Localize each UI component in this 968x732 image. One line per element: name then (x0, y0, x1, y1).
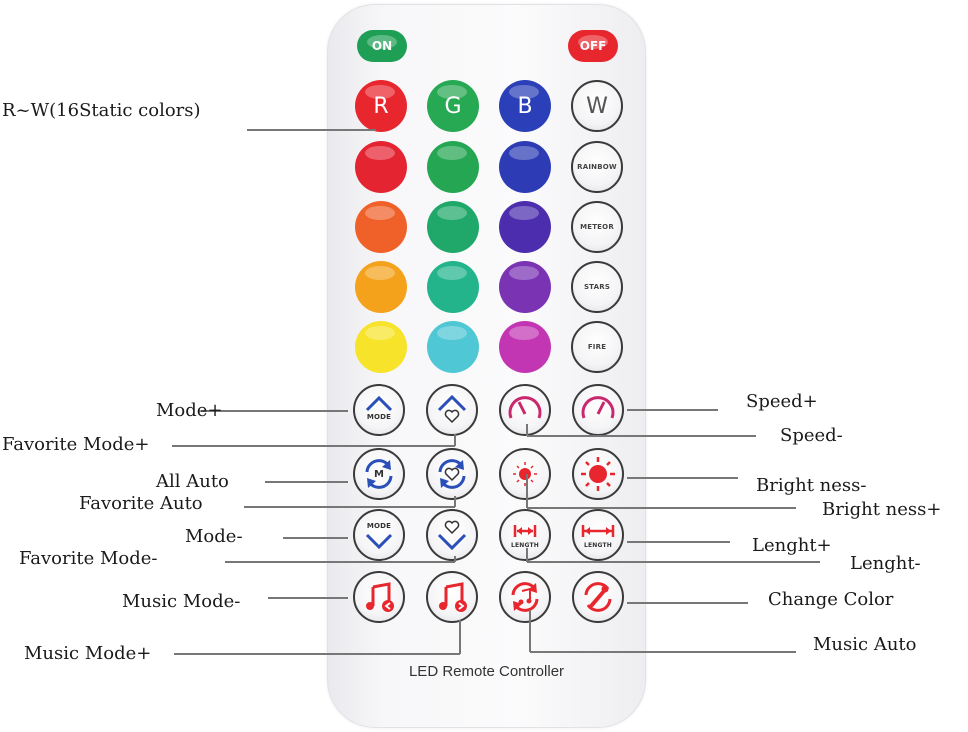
callout-favorite-auto: Favorite Auto (79, 495, 203, 513)
callout-music-auto: Music Auto (813, 636, 916, 654)
callout-brightness-minus: Bright ness- (756, 477, 866, 495)
red-letter: R (373, 94, 388, 119)
blue-letter: B (517, 94, 532, 119)
callout-speed-minus: Speed- (780, 427, 843, 445)
callout-favorite-mode-minus: Favorite Mode- (19, 550, 158, 568)
callout-music-mode-minus: Music Mode- (122, 593, 240, 611)
white-letter: W (586, 94, 608, 119)
callout-all-auto: All Auto (156, 473, 229, 491)
callout-brightness-plus: Bright ness+ (822, 501, 941, 519)
callout-mode-plus: Mode+ (156, 402, 223, 420)
on-label: ON (372, 39, 392, 53)
callout-length-plus: Lenght+ (752, 537, 832, 555)
callout-music-mode-plus: Music Mode+ (24, 645, 151, 663)
auto-m-label: M (374, 469, 384, 480)
callout-favorite-mode-plus: Favorite Mode+ (2, 436, 150, 454)
off-label: OFF (580, 39, 607, 53)
callout-length-minus: Lenght- (850, 555, 921, 573)
green-letter: G (444, 94, 461, 119)
callout-change-color: Change Color (768, 591, 893, 609)
callout-static-colors: R~W(16Static colors) (2, 102, 201, 120)
callout-mode-minus: Mode- (185, 528, 243, 546)
callout-speed-plus: Speed+ (746, 393, 818, 411)
